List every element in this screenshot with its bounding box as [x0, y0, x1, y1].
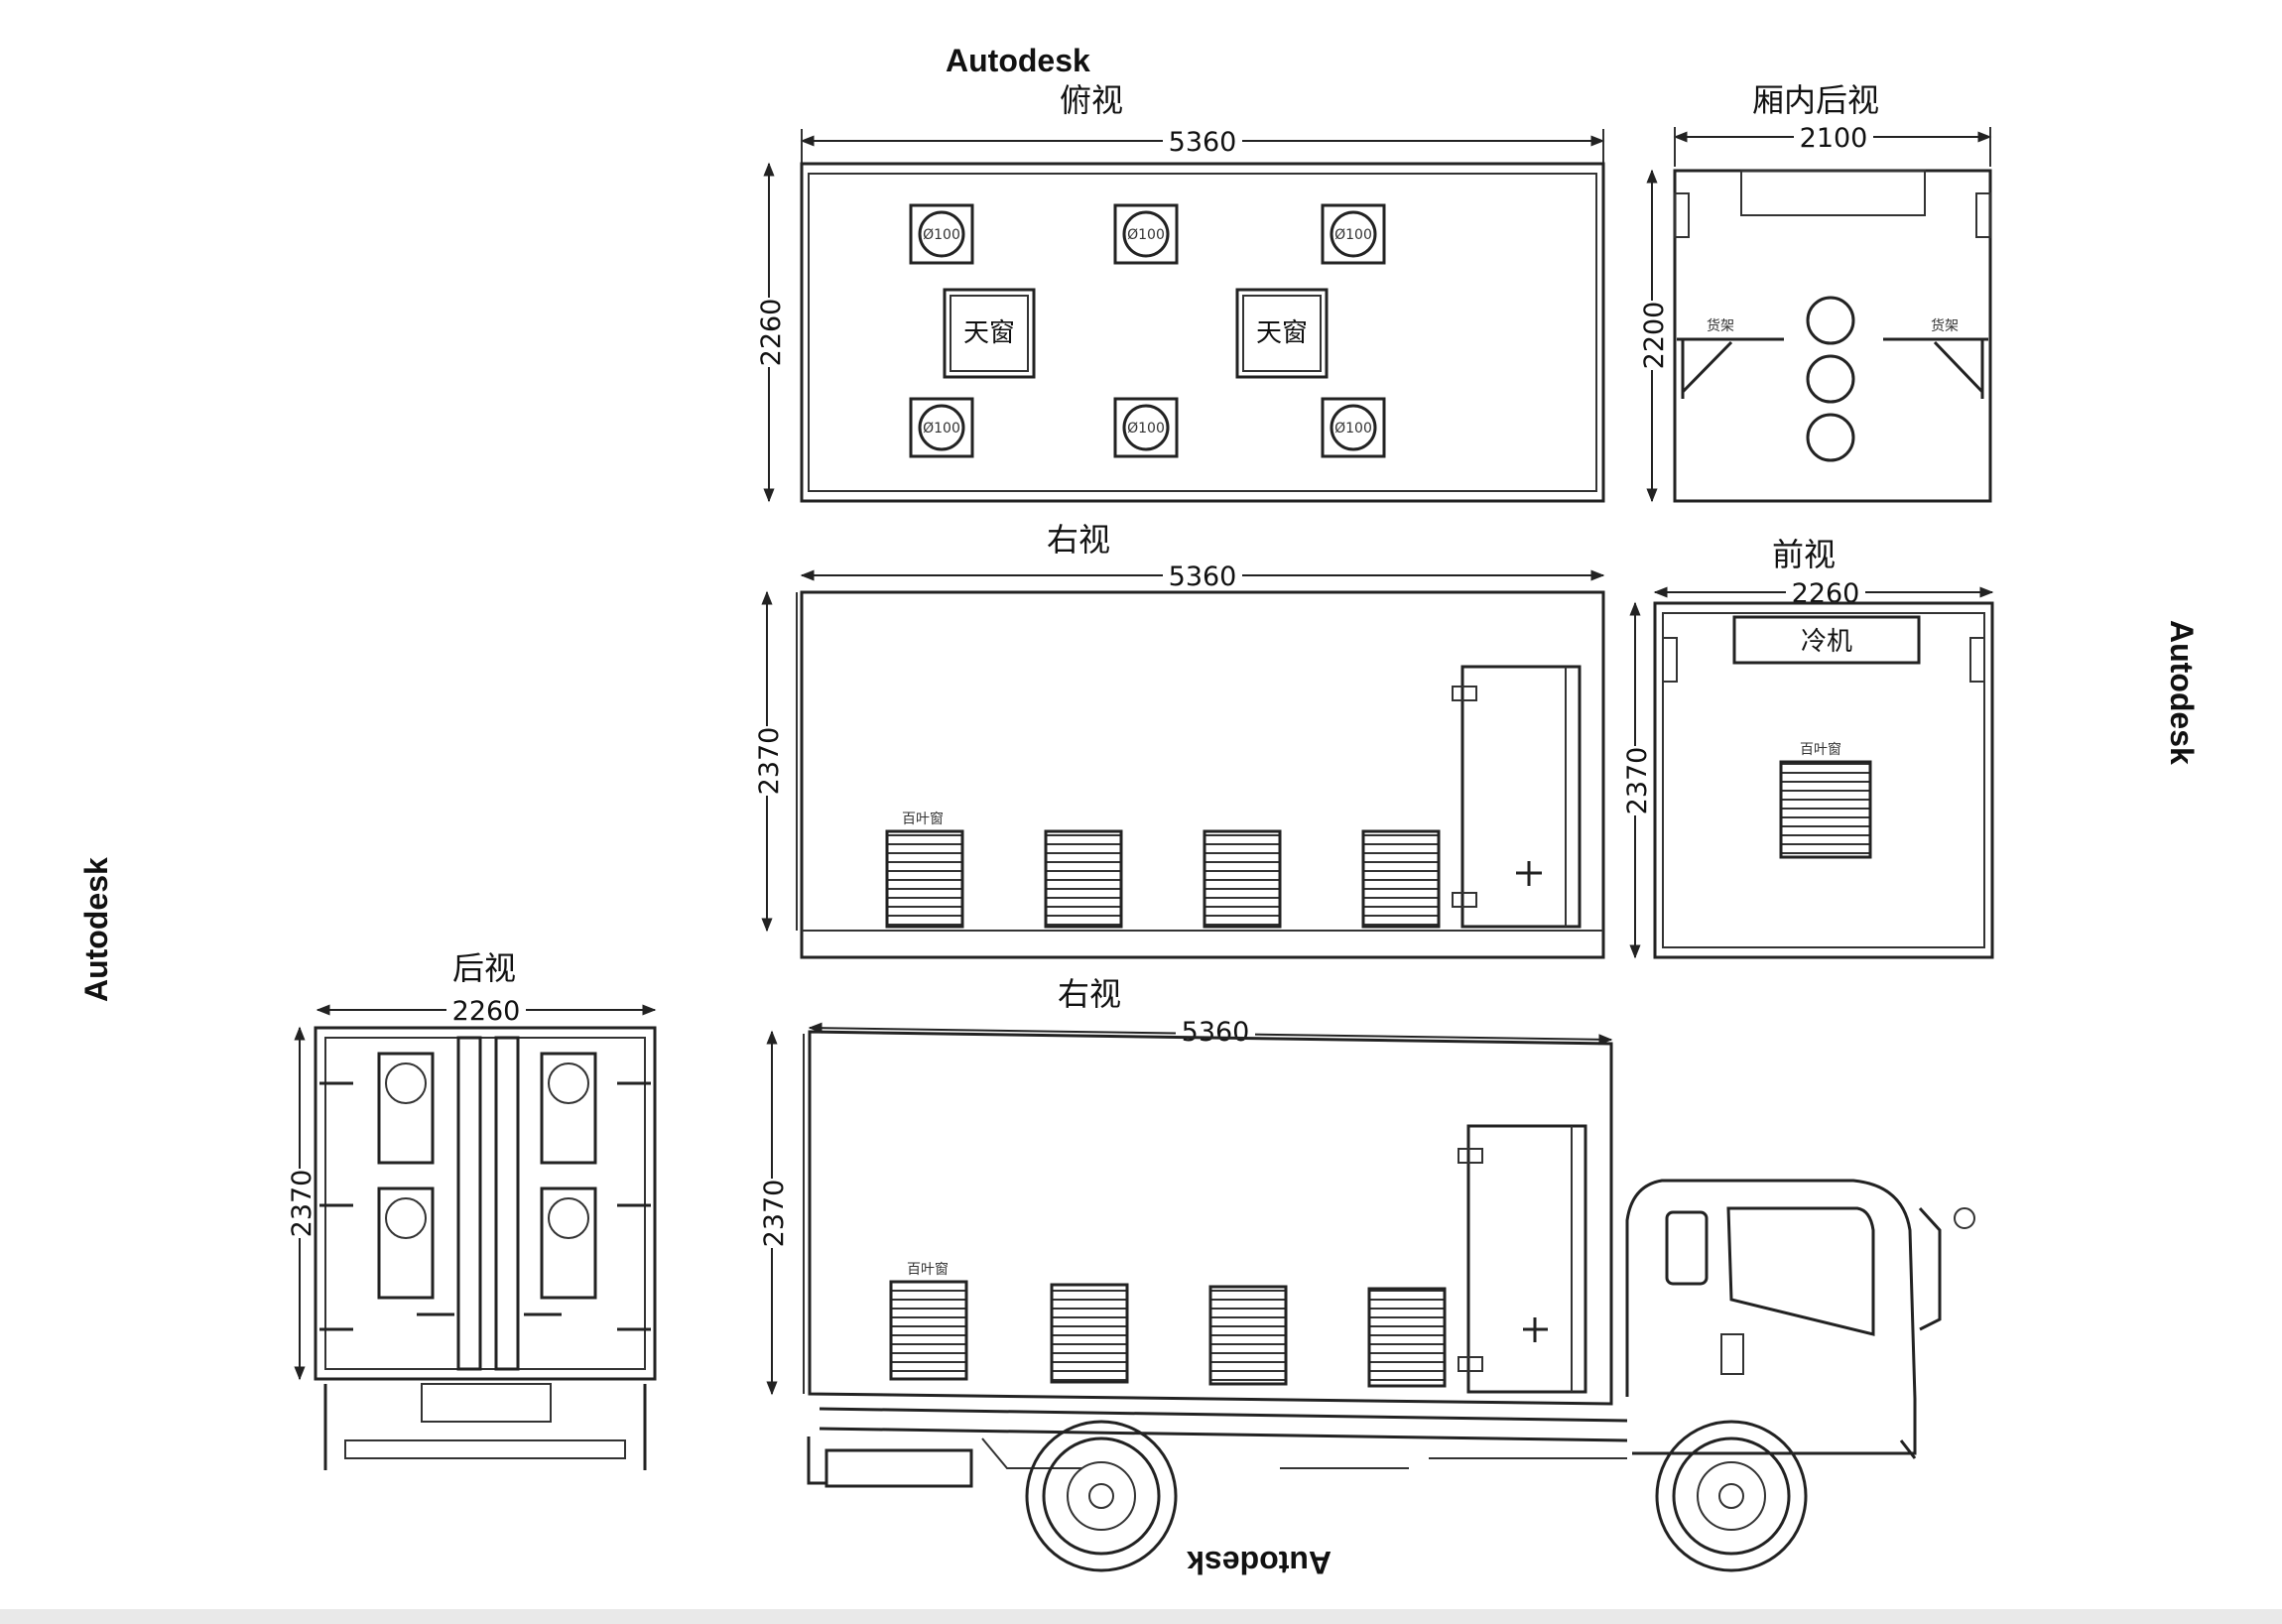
front-wheel	[1655, 1420, 1808, 1572]
front-view: 前视 2260 2370 冷机 百叶窗	[1620, 536, 1994, 959]
interior-height-dim: 2200	[1639, 302, 1670, 370]
side-door	[1460, 665, 1582, 929]
truck-cab	[1625, 1179, 1917, 1455]
rear-view: 后视 2260 2370	[285, 949, 657, 1470]
roof-vent-code: Ø100	[1127, 421, 1165, 437]
watermark-top: Autodesk	[946, 43, 1090, 78]
side-louver	[1044, 829, 1123, 929]
truck-side-door	[1466, 1124, 1587, 1394]
rear-width-dim: 2260	[452, 996, 521, 1027]
shelf-left-label: 货架	[1707, 317, 1734, 334]
bottom-strip	[0, 1609, 2282, 1624]
roof-vent-code: Ø100	[923, 421, 960, 437]
right-truck-length-dim: 5360	[1182, 1017, 1250, 1048]
skylight-label: 天窗	[963, 318, 1015, 348]
right-box-height-dim: 2370	[754, 727, 785, 796]
top-view: 俯视 5360 2260 Ø100 Ø100 Ø100 Ø100 Ø100	[754, 81, 1605, 503]
truck-louver	[1050, 1283, 1129, 1384]
side-louver	[1203, 829, 1282, 929]
skylight-label: 天窗	[1256, 318, 1308, 348]
roof-vent-code: Ø100	[1127, 227, 1165, 243]
front-view-title: 前视	[1772, 536, 1836, 573]
front-height-dim: 2370	[1622, 747, 1653, 815]
truck-vent-label: 百叶窗	[907, 1261, 949, 1278]
watermark-left: Autodesk	[78, 857, 114, 1002]
roof-vents: Ø100 Ø100 Ø100 Ø100 Ø100 Ø100	[909, 203, 1386, 458]
top-width-dim: 2260	[756, 299, 787, 367]
rear-view-title: 后视	[452, 949, 516, 987]
front-louver	[1779, 760, 1872, 859]
interior-rear-view: 厢内后视 2100 2200 货架 货架	[1637, 81, 1992, 503]
roof-vent-code: Ø100	[1334, 421, 1372, 437]
right-box-length-dim: 5360	[1169, 562, 1237, 592]
truck-louver	[1208, 1285, 1288, 1386]
rear-wheel	[1025, 1420, 1178, 1572]
right-view-truck-title: 右视	[1058, 975, 1121, 1013]
interior-width-dim: 2100	[1800, 123, 1868, 154]
rear-height-dim: 2370	[287, 1170, 317, 1238]
side-louver	[1361, 829, 1441, 929]
refrigeration-unit-label: 冷机	[1801, 627, 1852, 657]
right-truck-height-dim: 2370	[759, 1180, 790, 1248]
right-view-box: 右视 5360 2370 百叶窗	[752, 521, 1605, 959]
shelf-right-label: 货架	[1931, 317, 1959, 334]
side-vent-label: 百叶窗	[902, 811, 944, 827]
side-louver	[885, 829, 964, 929]
truck-louver	[1367, 1287, 1447, 1388]
truck-louver	[889, 1280, 968, 1381]
watermark-right: Autodesk	[2164, 620, 2200, 765]
right-view-box-title: 右视	[1047, 521, 1110, 559]
roof-vent-code: Ø100	[923, 227, 960, 243]
right-view-truck: 右视 5360 2370 百叶窗	[757, 975, 1975, 1572]
skylights: 天窗 天窗	[943, 288, 1329, 379]
front-vent-label: 百叶窗	[1800, 741, 1841, 758]
top-view-title: 俯视	[1060, 81, 1123, 119]
top-length-dim: 5360	[1169, 127, 1237, 158]
watermark-bottom: Autodesk	[1187, 1545, 1331, 1580]
roof-vent-code: Ø100	[1334, 227, 1372, 243]
interior-rear-title: 厢内后视	[1752, 81, 1879, 119]
